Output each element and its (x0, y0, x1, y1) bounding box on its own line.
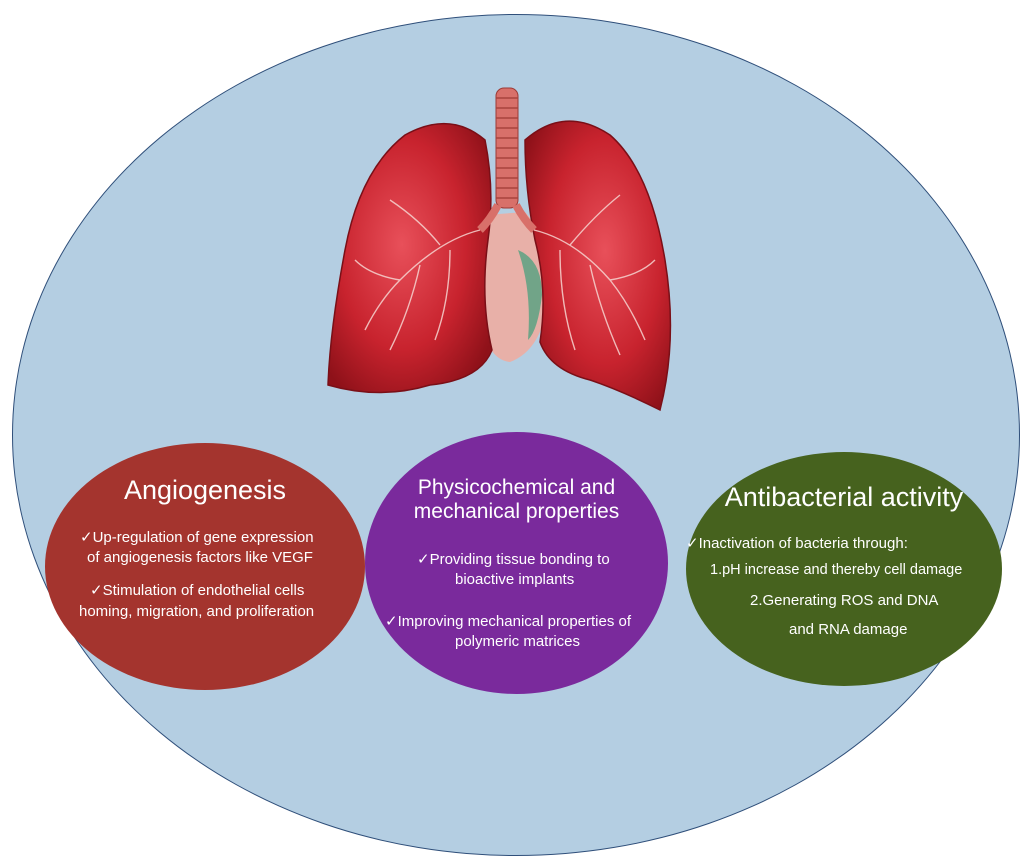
physicochemical-line: ✓Improving mechanical properties of (385, 612, 631, 631)
angiogenesis-circle: Angiogenesis ✓Up-regulation of gene expr… (45, 443, 365, 690)
left-lung (328, 124, 492, 393)
angiogenesis-title: Angiogenesis (45, 475, 365, 506)
angiogenesis-line: homing, migration, and proliferation (79, 602, 314, 621)
physicochemical-title-line1: Physicochemical and (365, 476, 668, 500)
physicochemical-title: Physicochemical and mechanical propertie… (365, 476, 668, 524)
physicochemical-title-line2: mechanical properties (365, 500, 668, 524)
antibacterial-circle: Antibacterial activity ✓Inactivation of … (686, 452, 1002, 686)
physicochemical-circle: Physicochemical and mechanical propertie… (365, 432, 668, 694)
physicochemical-line: bioactive implants (455, 570, 574, 589)
physicochemical-line: polymeric matrices (455, 632, 580, 651)
angiogenesis-line: ✓Up-regulation of gene expression (80, 528, 314, 547)
antibacterial-line: 2.Generating ROS and DNA (750, 591, 938, 610)
antibacterial-line: and RNA damage (789, 620, 907, 639)
physicochemical-line: ✓Providing tissue bonding to (417, 550, 610, 569)
lungs-illustration (320, 80, 680, 420)
antibacterial-title: Antibacterial activity (686, 482, 1002, 513)
antibacterial-line: ✓Inactivation of bacteria through: (686, 534, 908, 553)
angiogenesis-line: of angiogenesis factors like VEGF (87, 548, 313, 567)
antibacterial-line: 1.pH increase and thereby cell damage (710, 561, 962, 580)
angiogenesis-line: ✓Stimulation of endothelial cells (90, 581, 304, 600)
